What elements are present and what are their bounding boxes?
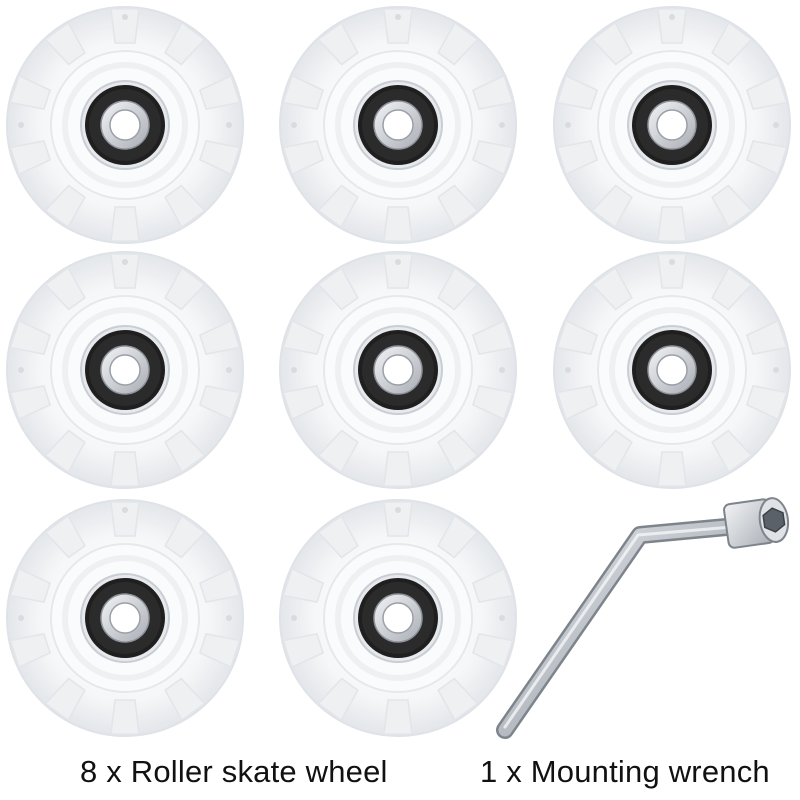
wrench-caption: 1 x Mounting wrench (480, 754, 770, 789)
roller-skate-wheel-icon (7, 7, 243, 243)
roller-skate-wheel-icon (7, 500, 243, 736)
roller-skate-wheel-icon (7, 252, 243, 488)
roller-skate-wheel-icon (554, 252, 790, 488)
roller-skate-wheel-icon (280, 7, 516, 243)
roller-skate-wheel-icon (280, 252, 516, 488)
wheels-caption: 8 x Roller skate wheel (80, 754, 388, 789)
roller-skate-wheel-icon (554, 7, 790, 243)
roller-skate-wheel-icon (280, 500, 516, 736)
mounting-wrench-icon (496, 497, 790, 739)
